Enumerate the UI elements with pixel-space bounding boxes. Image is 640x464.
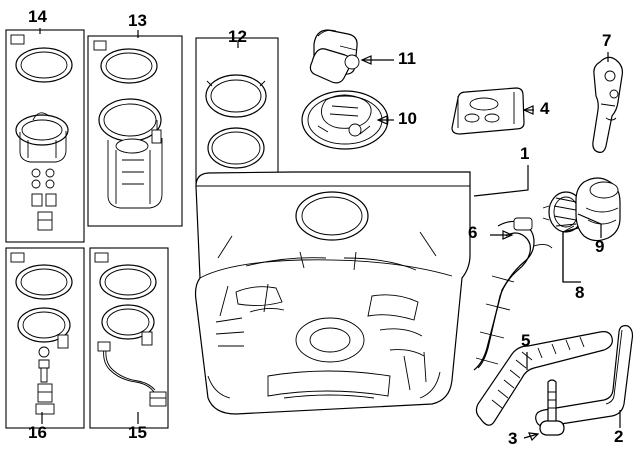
panel-14 bbox=[5, 29, 85, 243]
part-5-strap bbox=[475, 331, 613, 426]
panel-15 bbox=[89, 247, 169, 429]
callout-7: 7 bbox=[602, 31, 612, 50]
callout-2: 2 bbox=[614, 427, 624, 446]
callout-13: 13 bbox=[128, 11, 147, 30]
part-11 bbox=[309, 29, 360, 84]
callout-14: 14 bbox=[28, 7, 47, 26]
part-2-long-strap bbox=[535, 325, 634, 427]
callout-3: 3 bbox=[508, 429, 518, 448]
part-7 bbox=[592, 56, 623, 153]
callout-12: 12 bbox=[228, 27, 247, 46]
callout-11: 11 bbox=[398, 49, 416, 68]
leader-lines bbox=[39, 28, 621, 442]
callout-16: 16 bbox=[28, 423, 47, 442]
part-3-bolt bbox=[539, 379, 565, 436]
part-4 bbox=[451, 87, 525, 135]
callout-10: 10 bbox=[398, 109, 417, 128]
callout-6: 6 bbox=[468, 223, 478, 242]
callout-1: 1 bbox=[520, 144, 530, 163]
callout-15: 15 bbox=[128, 423, 147, 442]
callout-8: 8 bbox=[575, 283, 585, 302]
callout-9: 9 bbox=[595, 237, 605, 256]
part-8-filler-housing bbox=[575, 177, 621, 242]
callout-5: 5 bbox=[521, 331, 531, 350]
part-1-fuel-tank bbox=[194, 171, 471, 415]
panel-12 bbox=[195, 37, 279, 187]
panel-16 bbox=[5, 247, 85, 429]
callout-4: 4 bbox=[540, 99, 550, 118]
part-10 bbox=[301, 90, 389, 150]
part-6-filler-neck bbox=[473, 217, 553, 371]
panel-13 bbox=[87, 35, 183, 227]
